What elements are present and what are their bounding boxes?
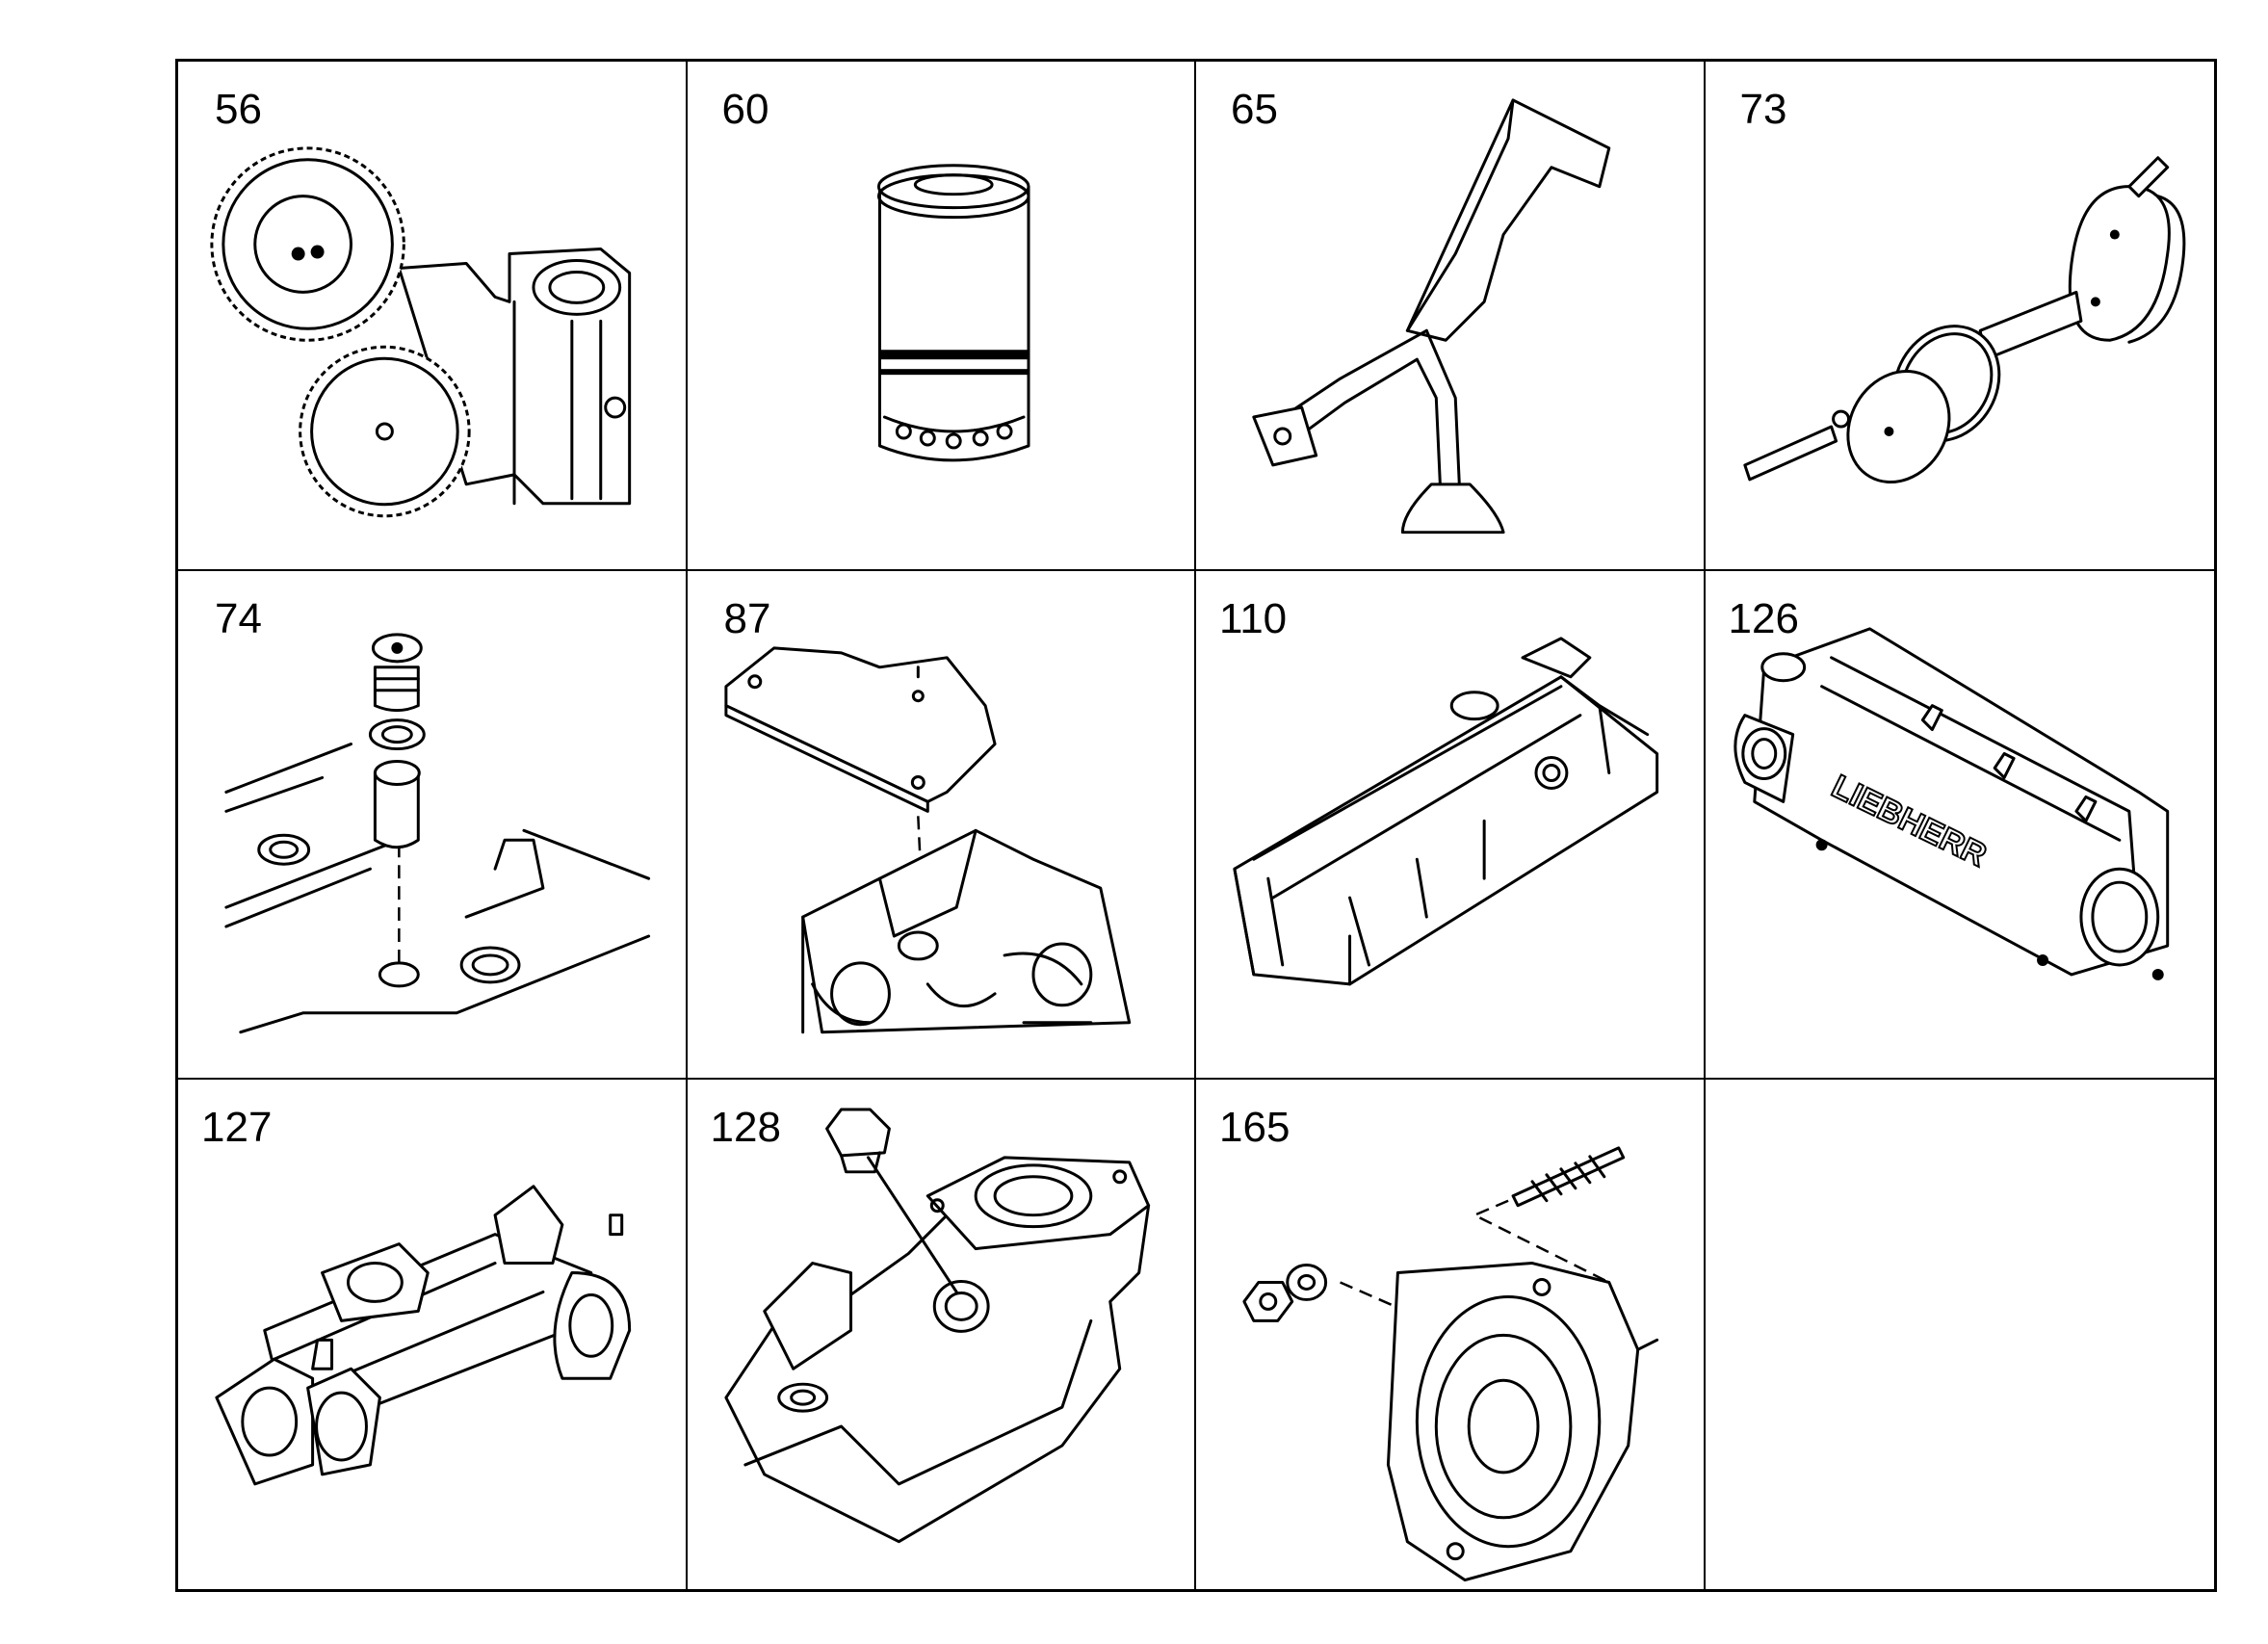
part-cell-74[interactable]: 74 xyxy=(178,570,688,1081)
empty-cell xyxy=(1706,1080,2215,1589)
part-number: 65 xyxy=(1231,86,1278,133)
part-number: 56 xyxy=(215,86,262,133)
cover-plate-icon xyxy=(1742,156,2185,484)
part-cell-165[interactable]: 165 xyxy=(1196,1080,1706,1589)
part-number: 126 xyxy=(1728,594,1799,642)
oil-pump-icon xyxy=(210,146,632,518)
part-number: 127 xyxy=(201,1104,273,1152)
cylinder-head-cover-icon xyxy=(1233,637,1659,986)
part-cell-127[interactable]: 127 xyxy=(178,1080,688,1589)
part-cell-87[interactable]: 87 xyxy=(687,570,1196,1081)
parts-grid: 56 60 xyxy=(175,59,2217,1592)
part-cell-73[interactable]: 73 xyxy=(1705,62,2214,571)
intake-manifold-icon xyxy=(215,1185,632,1486)
part-cell-126[interactable]: 126 LIEBHERR xyxy=(1705,571,2214,1081)
part-number: 165 xyxy=(1219,1104,1290,1152)
screw-plug-icon xyxy=(224,633,651,1033)
part-number: 128 xyxy=(710,1104,781,1152)
part-cell-56[interactable]: 56 xyxy=(178,62,688,571)
part-number: 73 xyxy=(1739,86,1787,133)
cover-gasket-icon xyxy=(723,646,1131,1033)
oil-filter-icon xyxy=(876,164,1030,462)
oil-suction-pipe-icon xyxy=(1252,98,1611,535)
part-cell-110[interactable]: 110 xyxy=(1196,570,1706,1081)
plug-housing-icon xyxy=(723,1108,1150,1544)
part-number: 60 xyxy=(721,86,769,133)
part-cell-128[interactable]: 128 xyxy=(688,1080,1196,1589)
part-number: 110 xyxy=(1219,594,1288,642)
oil-cooler-icon: LIEBHERR xyxy=(1733,627,2169,980)
stud-cover-icon xyxy=(1242,1146,1659,1582)
part-cell-65[interactable]: 65 xyxy=(1196,62,1706,571)
part-number: 74 xyxy=(215,594,262,642)
part-number: 87 xyxy=(723,594,771,642)
part-cell-60[interactable]: 60 xyxy=(687,62,1196,571)
